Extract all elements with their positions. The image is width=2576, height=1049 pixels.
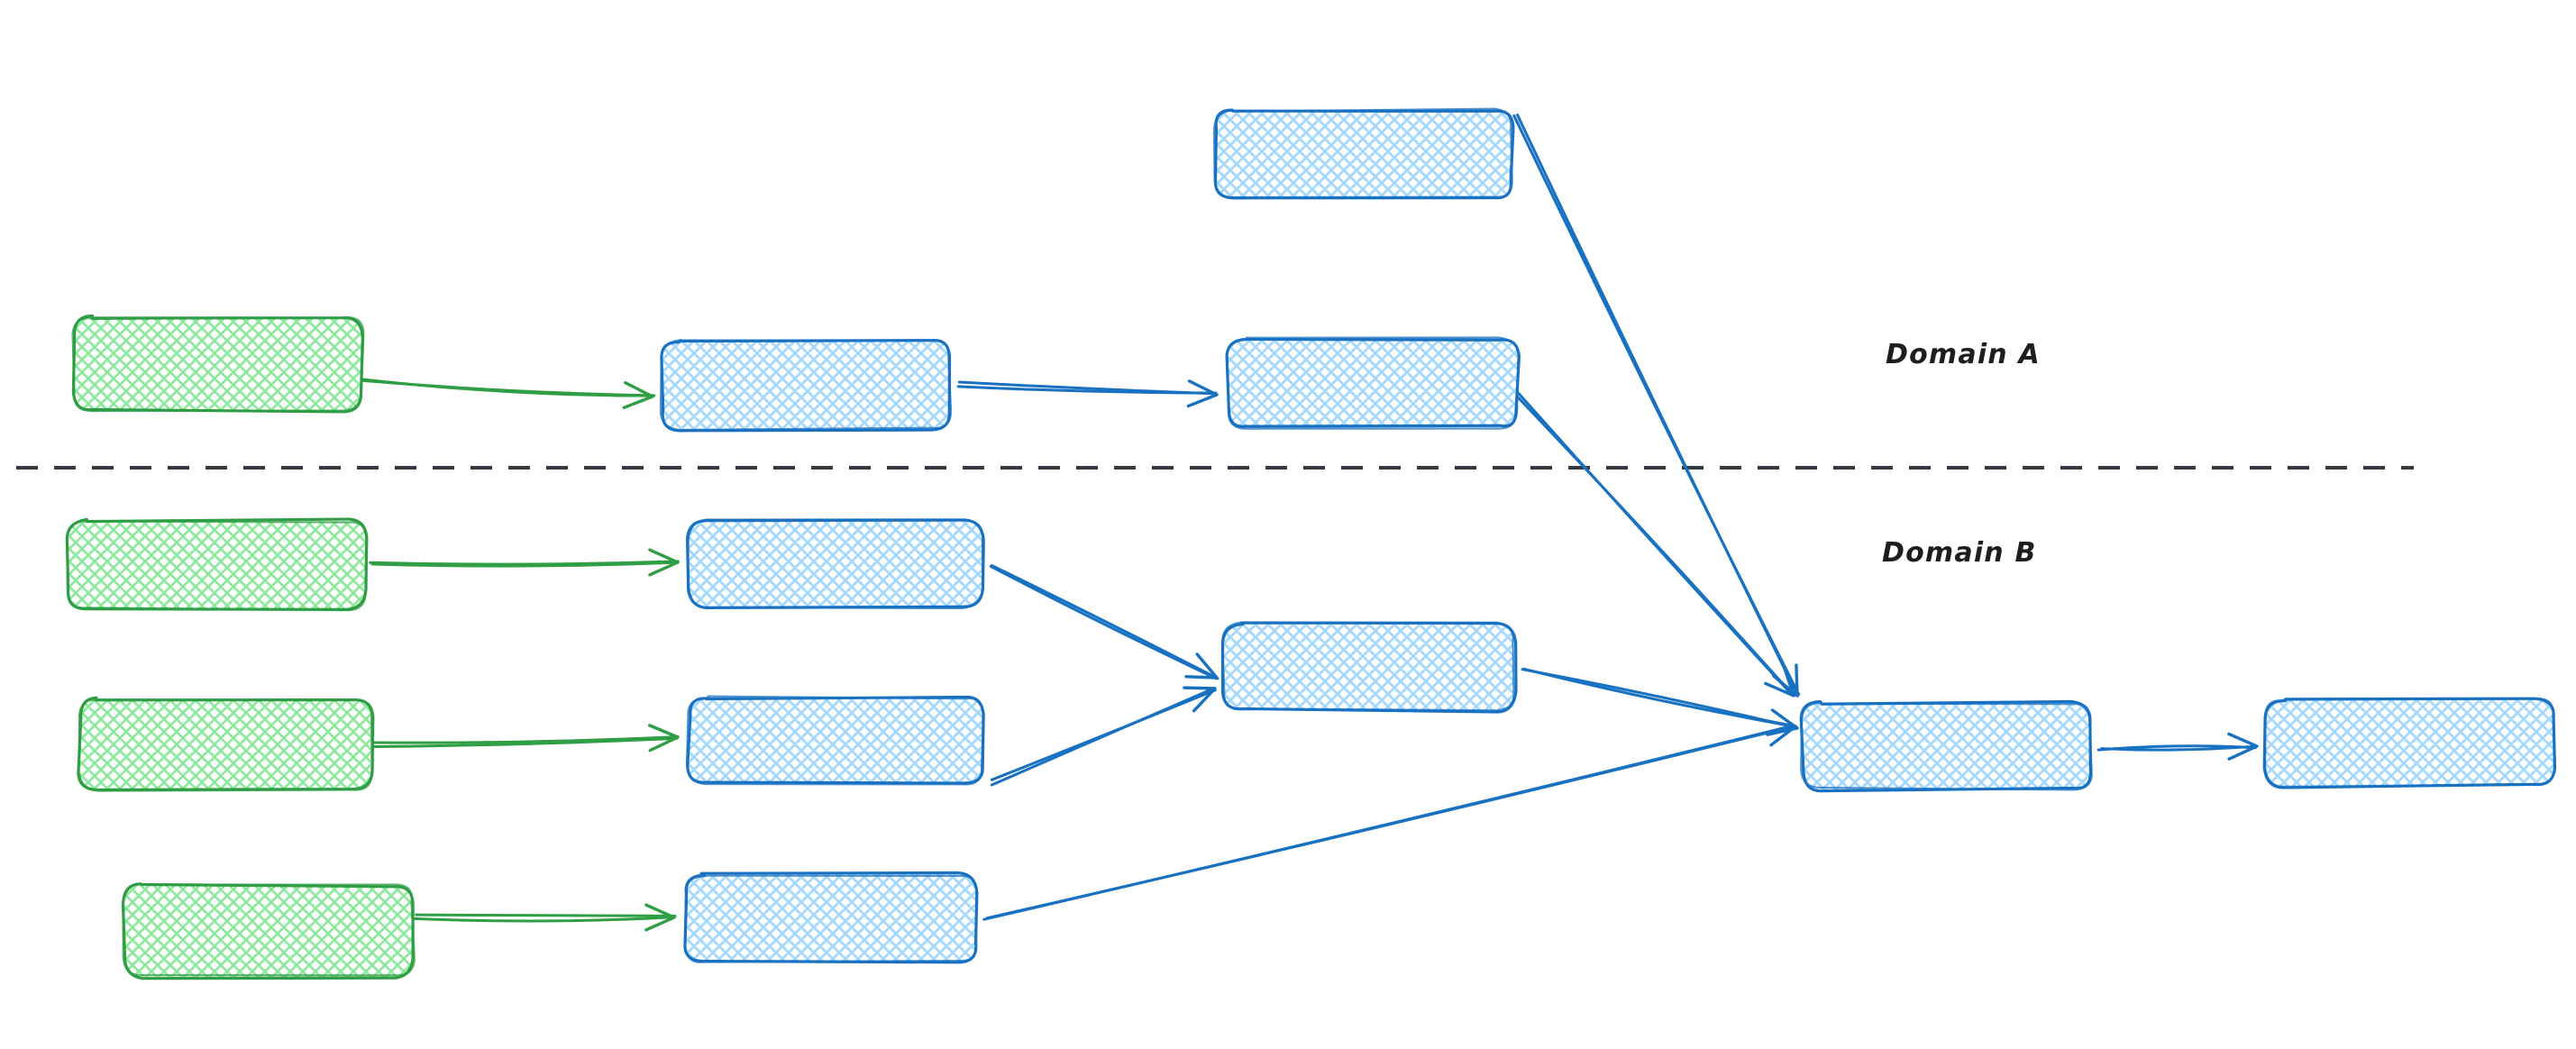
edge-e12 [2096,732,2259,761]
edge-e9 [990,686,1217,787]
node-b-mid-2[interactable] [685,695,985,786]
node-b-mid-1[interactable] [686,518,985,609]
edge-e2 [956,379,1219,408]
domain-b-label: Domain B [1882,537,2037,569]
edge-e1 [360,378,656,409]
edge-e6 [372,724,680,753]
node-a-src-1[interactable] [71,315,365,414]
node-layer [65,107,2557,981]
edge-e11 [982,719,1797,921]
edge-e4 [1514,391,1795,698]
node-b-sink-1[interactable] [1799,699,2093,793]
edge-e3 [1512,113,1801,698]
domain-a-label: Domain A [1886,339,2041,370]
node-a-top-1[interactable] [1212,107,1515,200]
node-b-src-2[interactable] [77,696,375,792]
edge-e5 [369,548,680,577]
edge-e8 [989,563,1219,680]
edge-layer [360,113,2259,932]
node-b-sink-2[interactable] [2262,697,2557,789]
node-b-src-3[interactable] [121,882,416,981]
node-a-mid-1[interactable] [659,339,953,433]
node-b-mid-3[interactable] [683,871,979,964]
node-b-agg-1[interactable] [1220,621,1518,714]
edge-e10 [1521,667,1799,736]
node-b-src-1[interactable] [65,517,369,612]
edge-e7 [412,903,677,932]
node-a-end-1[interactable] [1225,336,1521,430]
